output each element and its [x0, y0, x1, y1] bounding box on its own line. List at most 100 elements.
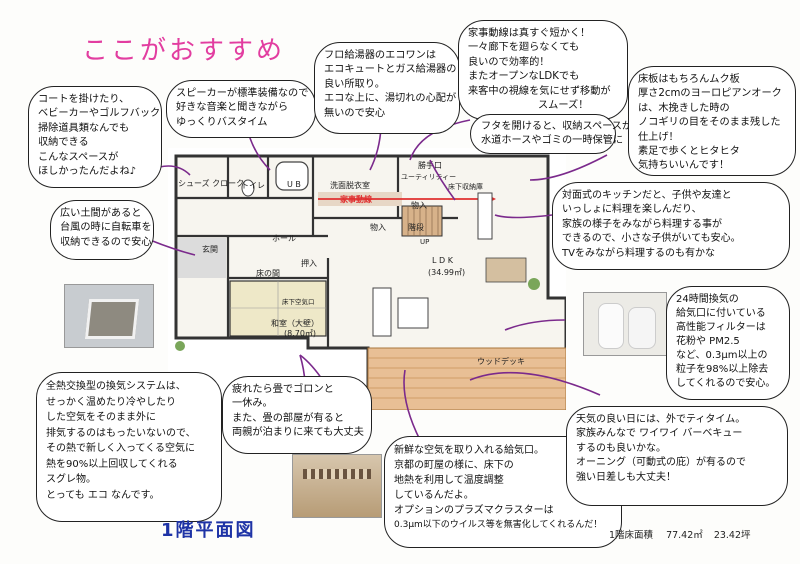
- bubble-deck-line-1: 天気の良い日には、外でティタイム。: [576, 414, 746, 425]
- bubble-filter-line-7: してくれるので安心。: [676, 378, 776, 389]
- bubble-water-heater: フロ給湯器のエコワンは エコキュートとガス給湯器の 良い所取り。 エコな上に、湯…: [314, 42, 460, 134]
- bubble-coat-line-6: ほしかったんだよね♪: [38, 166, 137, 178]
- room-shoes-cloak: シューズ クローク: [178, 179, 245, 188]
- bubble-laundry-line-5: 来客中の視線を気にせず移動が: [468, 85, 611, 97]
- bubble-doma: 広い土間があると 台風の時に自転車を 収納できるので安心: [50, 200, 154, 260]
- bubble-laundry-line-6: スムーズ！: [538, 100, 589, 112]
- floor-plan-title: 1階平面図: [161, 520, 256, 541]
- floor-area-label: 1階床面積: [609, 530, 654, 541]
- room-hall: ホール: [272, 234, 296, 243]
- bubble-floor-line-7: 気持ちいいんです！: [638, 160, 730, 172]
- bubble-kitchen-line-1: 対面式のキッチンだと、子供や友達と: [562, 190, 732, 201]
- bubble-tatami-line-4: 両親が泊まりに来ても大丈夫: [232, 427, 364, 439]
- room-oshiire: 押入: [301, 259, 317, 268]
- bubble-vent-line-1: 全熱交換型の換気システムは、: [46, 381, 186, 392]
- bubble-filter-line-5: など、0.3μm以上の: [676, 350, 768, 361]
- bubble-vent-line-5: その熱で新しく入ってくる空気に: [46, 443, 195, 454]
- floor-plan: [168, 148, 566, 410]
- room-stairs: 階段: [408, 223, 424, 232]
- photo-vent-filter: [583, 292, 667, 356]
- bubble-storage-lid: フタを開けると、収納スペースが 水道ホースやゴミの一時保管に: [470, 114, 633, 154]
- bubble-kitchen: 対面式のキッチンだと、子供や友達と いっしょに料理を楽しんだり、 家族の様子をみ…: [552, 182, 790, 270]
- bubble-doma-line-3: 収納できるので安心: [60, 236, 152, 248]
- bubble-filter-line-6: 粒子を98%以上除去: [676, 364, 769, 375]
- bubble-floor-line-2: 厚さ2cmのヨーロピアンオーク: [638, 88, 782, 100]
- bubble-deck-line-3: するのも良いかな。: [576, 442, 666, 454]
- bubble-heater-line-5: 無いので安心: [324, 107, 386, 119]
- bubble-vent-line-6: 熱を90%以上回収してくれる: [46, 458, 178, 470]
- bubble-underfloor-line-5: オプションのプラズマクラスターは: [394, 505, 554, 516]
- room-ldk-area: (34.99㎡): [428, 268, 466, 277]
- bubble-coat-line-5: こんなスペースが: [38, 151, 119, 163]
- bubble-laundry-line-4: またオープンなLDKでも: [468, 71, 580, 83]
- bubble-ventilation: 全熱交換型の換気システムは、 せっかく温めたり冷やしたり した空気をそのまま外に…: [36, 372, 222, 522]
- bubble-door-line-2: 水道ホースやゴミの一時保管に: [481, 135, 624, 147]
- bubble-floor-line-3: は、木挽きした時の: [638, 102, 730, 114]
- photo-floor-vent: [64, 284, 154, 348]
- bubble-doma-line-2: 台風の時に自転車を: [60, 222, 152, 234]
- bubble-heater-line-3: 良い所取り。: [324, 78, 385, 90]
- bubble-tatami-line-1: 疲れたら畳でゴロンと: [232, 384, 334, 395]
- bubble-coat-line-3: 掃除道具類なんでも: [38, 122, 130, 134]
- room-storage-1: 物入: [411, 201, 427, 210]
- bubble-vent-line-2: せっかく温めたり冷やしたり: [46, 396, 176, 408]
- bubble-filter-line-1: 24時間換気の: [676, 294, 739, 305]
- bubble-underfloor-line-2: 京都の町屋の様に、床下の: [394, 460, 514, 471]
- room-toilet: トイレ: [241, 181, 265, 190]
- floor-area-sqm: 77.42㎡: [666, 530, 703, 541]
- bubble-deck-line-2: 家族みんなで ワイワイ バーベキュー: [576, 428, 743, 440]
- bubble-underfloor-line-4: しているんだよ。: [394, 490, 474, 501]
- bubble-deck-line-4: オーニング（可動式の庇）が有るので: [576, 457, 746, 469]
- bubble-door-line-1: フタを開けると、収納スペースが: [481, 121, 633, 132]
- bubble-floor-line-4: ノコギリの目をそのまま残した: [638, 117, 781, 129]
- bubble-vent-line-3: した空気をそのまま外に: [46, 412, 156, 423]
- room-tokonoma: 床の間: [256, 269, 280, 278]
- room-bath: U B: [287, 180, 301, 189]
- bubble-filter: 24時間換気の 給気口に付いている 高性能フィルターは 花粉や PM2.5 など…: [666, 286, 790, 400]
- bubble-tatami-line-2: 一休み。: [232, 398, 273, 410]
- room-utility-door: 勝手口: [418, 161, 442, 170]
- bubble-kitchen-line-5: TVをみながら料理するのも有かな: [562, 247, 715, 259]
- bubble-floor-line-6: 素足で歩くとヒタヒタ: [638, 146, 740, 158]
- photo-underfloor-grille: [292, 454, 382, 518]
- page-title: ここがおすすめ: [82, 36, 286, 66]
- bubble-coat-closet: コートを掛けたり、 ベビーカーやゴルフバック 掃除道具類なんでも 収納できる こ…: [28, 86, 162, 188]
- room-underfloor-storage: 床下収納庫: [448, 183, 483, 191]
- bubble-underfloor-line-6: 0.3μm以下のウイルス等を無害化してくれるんだ！: [394, 520, 603, 530]
- room-wood-deck: ウッドデッキ: [477, 357, 525, 366]
- bubble-filter-line-3: 高性能フィルターは: [676, 322, 766, 333]
- bubble-laundry-line-3: 良いので効率的！: [468, 56, 550, 68]
- stairs-up-label: UP: [420, 238, 430, 246]
- bubble-underfloor-line-3: 地熱を利用して温度調整: [394, 475, 504, 486]
- bubble-speaker-line-1: スピーカーが標準装備なので: [176, 88, 309, 99]
- room-storage-2: 物入: [370, 223, 386, 232]
- bubble-vent-line-7: スグレ物。: [46, 474, 96, 485]
- floor-vent-label: 床下空気口: [282, 298, 315, 306]
- bubble-coat-line-2: ベビーカーやゴルフバック: [38, 108, 161, 120]
- bubble-floor-line-1: 床板はもちろんムク板: [638, 74, 740, 85]
- bubble-tatami: 疲れたら畳でゴロンと 一休み。 また、畳の部屋が有ると 両親が泊まりに来ても大丈…: [222, 376, 372, 454]
- bubble-speaker-line-2: 好きな音楽と聞きながら: [176, 102, 289, 114]
- bubble-laundry-line-1: 家事動線は真すぐ短かく！: [468, 28, 591, 39]
- bubble-filter-line-2: 給気口に付いている: [676, 308, 766, 319]
- bubble-coat-line-1: コートを掛けたり、: [38, 94, 130, 105]
- bubble-coat-line-4: 収納できる: [38, 137, 89, 149]
- room-washitsu: 和室（大壁）: [271, 319, 319, 328]
- bubble-tatami-line-3: また、畳の部屋が有ると: [232, 412, 345, 424]
- room-washroom: 洗面脱衣室: [330, 181, 370, 190]
- bubble-oak-floor: 床板はもちろんムク板 厚さ2cmのヨーロピアンオーク は、木挽きした時の ノコギ…: [628, 66, 796, 176]
- bubble-kitchen-line-4: できるので、小さな子供がいても安心。: [562, 233, 741, 245]
- bubble-filter-line-4: 花粉や PM2.5: [676, 336, 740, 347]
- bubble-floor-line-5: 仕上げ！: [638, 131, 679, 143]
- bubble-vent-line-8: とっても エコ なんです。: [46, 489, 160, 501]
- room-washitsu-area: (8.70㎡): [284, 329, 317, 338]
- bubble-kitchen-line-3: 家族の様子をみながら料理する事が: [562, 218, 722, 230]
- bubble-kitchen-line-2: いっしょに料理を楽しんだり、: [562, 204, 702, 216]
- kaji-dousen-label: 家事動線: [340, 195, 372, 204]
- bubble-heater-line-1: フロ給湯器のエコワンは: [324, 50, 437, 61]
- bubble-underfloor-line-1: 新鮮な空気を取り入れる給気口。: [394, 445, 544, 456]
- bubble-speaker: スピーカーが標準装備なので 好きな音楽と聞きながら ゆっくりバスタイム: [166, 80, 316, 138]
- room-ldk: L D K: [432, 256, 453, 265]
- bubble-laundry-route: 家事動線は真すぐ短かく！ 一々廊下を廻らなくても 良いので効率的！ またオープン…: [458, 20, 628, 120]
